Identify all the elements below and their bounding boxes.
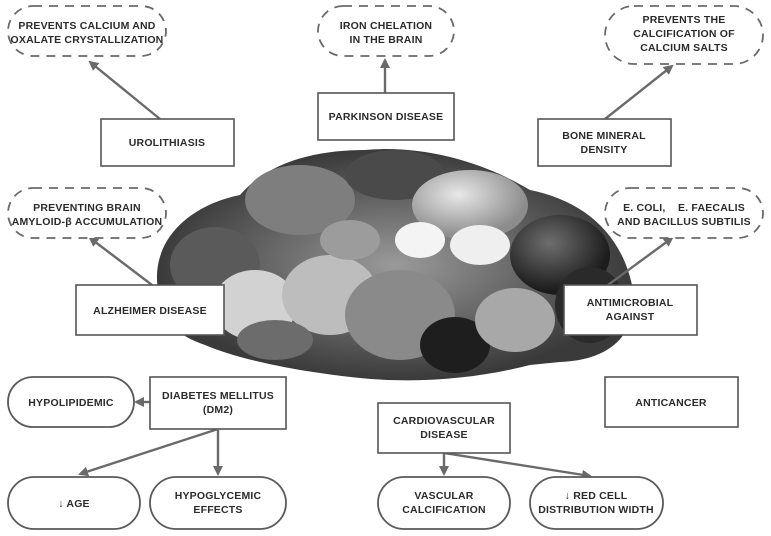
box-parkinson: PARKINSON DISEASE [317,92,455,141]
box-alzheimer: ALZHEIMER DISEASE [75,284,225,336]
svg-text:AGAINST: AGAINST [606,311,655,323]
box-anticancer: ANTICANCER [604,376,739,428]
nuts-and-legumes-image [156,149,634,381]
svg-text:CALCIFICATION: CALCIFICATION [402,504,485,516]
arrow-diabetes-age [78,427,219,477]
svg-text:HYPOLIPIDEMIC: HYPOLIPIDEMIC [28,397,114,409]
svg-text:(DM2): (DM2) [203,404,233,416]
svg-text:OXALATE CRYSTALLIZATION: OXALATE CRYSTALLIZATION [11,34,164,46]
svg-text:CALCIFICATION OF: CALCIFICATION OF [633,28,735,40]
arrow-alzheimer [88,236,153,286]
svg-text:EFFECTS: EFFECTS [193,504,242,516]
svg-text:PARKINSON DISEASE: PARKINSON DISEASE [329,111,444,123]
svg-text:DISTRIBUTION WIDTH: DISTRIBUTION WIDTH [538,504,654,516]
arrow-antimicrobial [607,236,674,286]
pill-hypoglycemic: HYPOGLYCEMIC EFFECTS [149,476,287,530]
svg-text:DIABETES MELLITUS: DIABETES MELLITUS [162,390,274,402]
svg-text:PREVENTS CALCIUM AND: PREVENTS CALCIUM AND [18,20,155,32]
arrow-cardio-rdw [443,451,592,480]
effect-alzheimer: PREVENTING BRAIN AMYLOID-β ACCUMULATION [7,187,167,239]
effect-bone: PREVENTS THE CALCIFICATION OF CALCIUM SA… [604,5,764,65]
svg-text:E. COLI, E. FAECALIS: E. COLI, E. FAECALIS [623,202,745,214]
svg-text:DISEASE: DISEASE [420,429,468,441]
arrow-bone [604,64,674,120]
svg-text:↓ AGE: ↓ AGE [58,498,90,510]
box-urolithiasis: UROLITHIASIS [100,118,235,167]
svg-text:PREVENTING BRAIN: PREVENTING BRAIN [33,202,141,214]
svg-text:ALZHEIMER DISEASE: ALZHEIMER DISEASE [93,305,207,317]
box-diabetes: DIABETES MELLITUS (DM2) [149,376,287,430]
svg-text:IRON CHELATION: IRON CHELATION [340,20,432,32]
pill-vascular-calcification: VASCULAR CALCIFICATION [377,476,511,530]
pill-age: ↓ AGE [7,476,141,530]
svg-text:ANTIMICROBIAL: ANTIMICROBIAL [587,297,674,309]
box-cardiovascular: CARDIOVASCULAR DISEASE [377,402,511,454]
svg-text:UROLITHIASIS: UROLITHIASIS [129,137,206,149]
svg-text:DENSITY: DENSITY [581,144,628,156]
svg-text:PREVENTS THE: PREVENTS THE [643,14,726,26]
svg-text:VASCULAR: VASCULAR [414,490,473,502]
arrow-urolithiasis [88,60,161,120]
effect-parkinson: IRON CHELATION IN THE BRAIN [317,5,455,57]
svg-text:CALCIUM SALTS: CALCIUM SALTS [640,42,728,54]
svg-text:AMYLOID-β ACCUMULATION: AMYLOID-β ACCUMULATION [12,216,163,228]
box-bone-mineral-density: BONE MINERAL DENSITY [537,118,672,167]
svg-text:IN THE BRAIN: IN THE BRAIN [350,34,423,46]
effect-urolithiasis: PREVENTS CALCIUM AND OXALATE CRYSTALLIZA… [7,5,167,57]
svg-text:AND BACILLUS SUBTILIS: AND BACILLUS SUBTILIS [617,216,751,228]
svg-text:BONE MINERAL: BONE MINERAL [562,130,646,142]
box-antimicrobial: ANTIMICROBIAL AGAINST [563,284,698,336]
pill-red-cell-distribution: ↓ RED CELL DISTRIBUTION WIDTH [529,476,664,530]
svg-text:↓ RED CELL: ↓ RED CELL [565,490,628,502]
svg-text:ANTICANCER: ANTICANCER [635,397,707,409]
effect-antimicrobial: E. COLI, E. FAECALIS AND BACILLUS SUBTIL… [604,187,764,239]
svg-text:HYPOGLYCEMIC: HYPOGLYCEMIC [175,490,262,502]
svg-text:CARDIOVASCULAR: CARDIOVASCULAR [393,415,495,427]
pill-hypolipidemic: HYPOLIPIDEMIC [7,376,135,428]
